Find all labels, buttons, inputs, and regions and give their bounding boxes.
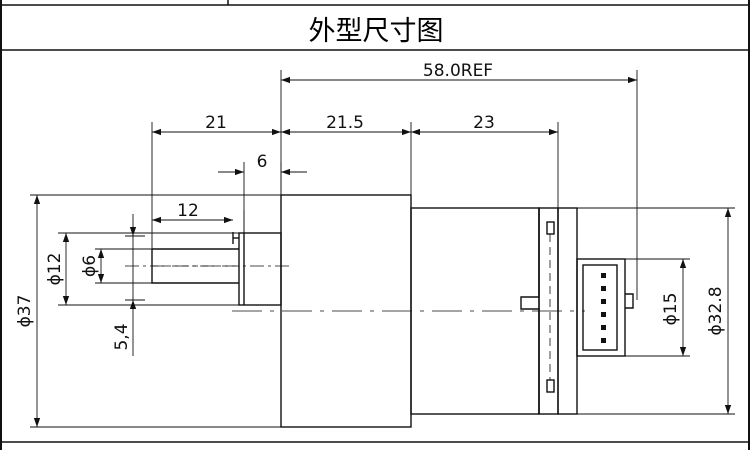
- dim-boss-diameter: ϕ12: [45, 253, 65, 286]
- dim-gearbox-length: 21.5: [326, 113, 364, 133]
- solder-pad-top: [546, 221, 555, 235]
- connector-latch: [625, 293, 634, 309]
- dim-flat-depth: 5,4: [112, 323, 132, 350]
- centre-lines: [125, 265, 585, 312]
- dimension-lines: [33, 76, 732, 427]
- dim-motor-length: 23: [473, 113, 495, 133]
- motor-can: [410, 207, 540, 415]
- dim-shaft-diameter: ϕ6: [80, 255, 100, 277]
- dim-gearbox-diameter: ϕ37: [15, 295, 35, 328]
- dim-flat-length: 12: [177, 201, 199, 221]
- dim-motor-diameter: ϕ32.8: [706, 286, 726, 335]
- dim-shaft-length: 21: [205, 113, 227, 133]
- extension-lines: [30, 70, 735, 428]
- dim-overall-length: 58.0REF: [423, 61, 493, 81]
- dim-endcap-diameter: ϕ15: [661, 293, 681, 326]
- dim-boss-length: 6: [257, 152, 268, 172]
- diagram-title: 外型尺寸图: [309, 16, 444, 47]
- connector-pins: [601, 273, 606, 343]
- solder-pad-bottom: [546, 379, 555, 393]
- mounting-boss: [238, 232, 282, 306]
